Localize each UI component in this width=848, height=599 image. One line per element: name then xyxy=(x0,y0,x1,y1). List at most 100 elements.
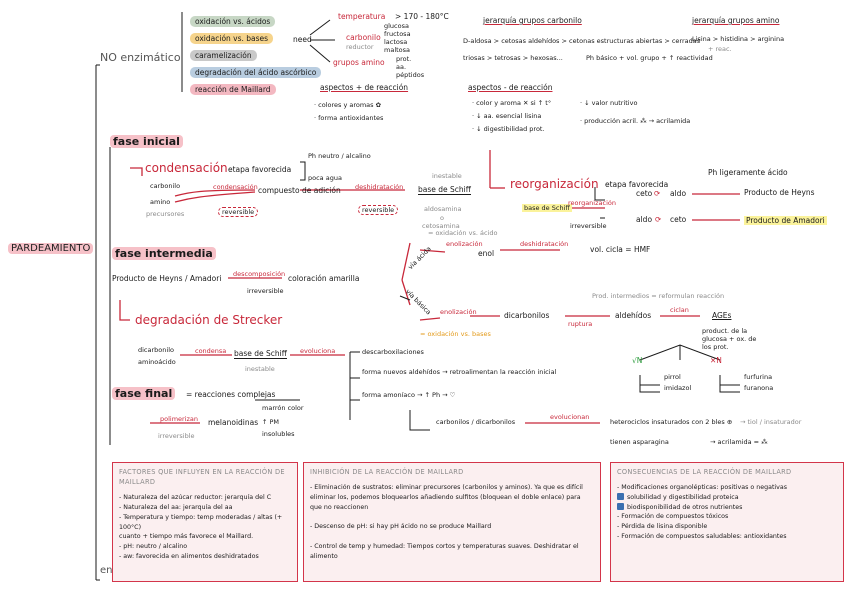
ages: AGEs xyxy=(712,311,732,320)
factores-item: - aw: favorecida en alimentos deshidrata… xyxy=(119,552,259,560)
fase-final-title: fase final xyxy=(112,387,176,400)
consecuencias-item: - Formación de compuestos saludables: an… xyxy=(617,532,787,540)
producto-heyns: Producto de Heyns xyxy=(744,188,815,197)
reorg-ceto-1: ceto xyxy=(636,189,653,198)
arrow-deshidratacion-label: deshidratación xyxy=(355,183,404,191)
furfurina: furfurina xyxy=(744,373,773,381)
base-schiff-1: base de Schiff xyxy=(418,185,471,195)
factores-title: FACTORES QUE INFLUYEN EN LA REACCIÓN DE … xyxy=(119,468,285,487)
strecker-aldehidos: forma nuevos aldehídos → retroalimentan … xyxy=(362,368,557,376)
coloracion-amarilla: coloración amarilla xyxy=(288,274,360,283)
producto-heyns-amadori: Producto de Heyns / Amadori xyxy=(112,274,222,283)
melanoidinas-p3: insolubles xyxy=(262,430,295,438)
need-reductor: reductor xyxy=(346,43,374,51)
aspectos-pos-i1: · colores y aromas ✿ xyxy=(314,101,382,109)
down-arrow-icon xyxy=(617,503,624,511)
strecker-heterociclos: heterociclos insaturados con 2 bles ⊕ xyxy=(610,418,733,426)
reorg-irreversible: irreversible xyxy=(570,222,607,230)
reorganizacion-etapa: etapa favorecida xyxy=(605,180,669,189)
fase-final-reacciones: = reacciones complejas xyxy=(186,390,276,399)
condensacion-etapa: etapa favorecida xyxy=(228,165,292,174)
consecuencias-box: CONSECUENCIAS DE LA REACCIÓN DE MAILLARD… xyxy=(610,462,844,582)
furanona: furanona xyxy=(744,384,774,392)
inhibicion-item: - Control de temp y humedad: Tiempos cor… xyxy=(310,543,579,560)
need-grupos-amino: grupos amino xyxy=(333,58,385,67)
type-maillard: reacción de Maillard xyxy=(190,84,276,95)
ages-desc: product. de la glucosa + ox. de los prot… xyxy=(702,327,757,351)
melanoidinas-p2: ↑ PM xyxy=(262,418,280,426)
strecker-tioles: → tiol / insaturador xyxy=(740,418,802,426)
fase-inicial-title: fase inicial xyxy=(110,135,183,148)
reorganizacion-ph: Ph ligeramente ácido xyxy=(708,168,788,177)
consecuencias-item: - Modificaciones organolépticas: positiv… xyxy=(617,484,788,492)
factores-box: FACTORES QUE INFLUYEN EN LA REACCIÓN DE … xyxy=(112,462,298,582)
strecker-amoniaco: forma amoníaco → ↑ Ph → ♡ xyxy=(362,391,456,399)
reorg-cycle-icon-2: ⟳ xyxy=(655,215,662,224)
jer-amino-line2: Ph básico + vol. grupo + ↑ reactividad xyxy=(586,54,713,62)
jer-amino-title: jerarquía grupos amino xyxy=(692,16,780,25)
strecker-asparagina: tienen asparagina xyxy=(610,438,669,446)
strecker-inestable: inestable xyxy=(245,365,275,373)
compuesto-adicion: compuesto de adición xyxy=(258,186,341,195)
reorg-arrow-label: reorganización xyxy=(568,199,616,207)
condensacion-poca-agua: poca agua xyxy=(308,174,342,182)
factores-item: - pH: neutro / alcalino xyxy=(119,543,188,551)
strecker-acrilamida: → acrilamida = ⁂ xyxy=(710,438,768,446)
imidazol: imidazol xyxy=(664,384,692,392)
melanoidinas: melanoidinas xyxy=(208,418,259,427)
jer-amino-line1: Lisina > histidina > arginina xyxy=(692,35,785,43)
reorg-base-schiff: base de Schiff xyxy=(522,204,572,212)
jer-amino-line1b: + reac. xyxy=(708,45,732,53)
melanoidinas-p1: marrón color xyxy=(262,404,304,412)
consecuencias-title: CONSECUENCIAS DE LA REACCIÓN DE MAILLARD xyxy=(617,468,792,476)
consecuencias-item: biodisponibilidad de otros nutrientes xyxy=(617,503,837,513)
no-enzimatico-label: NO enzimático xyxy=(100,51,181,64)
n-check: √N xyxy=(632,356,643,365)
strecker-dicarbonilo: dicarbonilo xyxy=(138,346,174,354)
arrow-descomposicion: descomposición xyxy=(233,270,286,278)
reorg-cycle-icon-1: ⟳ xyxy=(654,189,661,198)
need-carbonilo: carbonilo xyxy=(346,33,381,42)
factores-item: - Naturaleza del azúcar reductor: jerarq… xyxy=(119,494,272,502)
strecker-carbonilos: carbonilos / dicarbonilos xyxy=(436,418,516,426)
arrow-ciclan: ciclan xyxy=(670,306,689,314)
strecker-base-schiff: base de Schiff xyxy=(234,349,287,359)
enolizacion-2: enolización xyxy=(440,308,477,316)
aldosamina-o: o xyxy=(440,214,444,222)
strecker-evolucionan: evolucionan xyxy=(550,413,590,421)
reversible-badge-2: reversible xyxy=(358,205,399,215)
jer-carbonilo-title: jerarquía grupos carbonilo xyxy=(483,16,582,25)
type-oxidacion-bases: oxidación vs. bases xyxy=(190,33,274,44)
strecker-evoluciona: evoluciona xyxy=(300,347,336,355)
prod-intermedios: Prod. intermedios = reformulan reacción xyxy=(592,292,725,300)
cetosamina: cetosamina xyxy=(422,222,460,230)
aspectos-neg-title: aspectos - de reacción xyxy=(468,83,553,92)
type-oxidacion-acidos: oxidación vs. ácidos xyxy=(190,16,276,27)
aspectos-neg-i3: · ↓ digestibilidad prot. xyxy=(472,125,545,133)
arrow-ruptura: ruptura xyxy=(568,320,593,328)
pardeamiento-label: PARDEAMIENTO xyxy=(8,243,94,254)
reorg-aldo-2: aldo xyxy=(636,215,653,224)
ox-acido-label: = oxidación vs. ácido xyxy=(428,229,498,237)
precursor-amino: amino xyxy=(150,198,171,206)
producto-amadori: Producto de Amadori xyxy=(744,216,827,225)
consecuencias-item: - Formación de compuestos tóxicos xyxy=(617,513,729,521)
factores-item: cuanto + tiempo más favorece el Maillard… xyxy=(119,533,254,541)
need-temperatura: temperatura xyxy=(338,12,386,21)
enolizacion-1: enolización xyxy=(446,240,483,248)
reorganizacion-title: reorganización xyxy=(510,177,599,191)
type-caramelizacion: caramelización xyxy=(190,50,257,61)
factores-item: - Temperatura y tiempo: temp moderadas /… xyxy=(119,513,283,531)
aldosamina: aldosamina xyxy=(424,205,462,213)
aldehidos: aldehídos xyxy=(615,311,652,320)
aspectos-neg-i1: · color y aroma ✕ si ↑ t° xyxy=(472,99,552,107)
aspectos-pos-i2: · forma antioxidantes xyxy=(314,114,384,122)
dicarbonilos: dicarbonilos xyxy=(504,311,550,320)
consecuencias-item: solubilidad y digestibilidad proteica xyxy=(617,493,837,503)
need-amino-list: prot.aa.péptidos xyxy=(396,55,425,79)
need-temp-value: > 170 - 180°C xyxy=(395,12,449,21)
strecker-descarbox: descarboxilaciones xyxy=(362,348,424,356)
aspectos-neg-i5: · producción acril. ⁂ → acrilamida xyxy=(580,117,691,125)
down-arrow-icon xyxy=(617,493,624,501)
